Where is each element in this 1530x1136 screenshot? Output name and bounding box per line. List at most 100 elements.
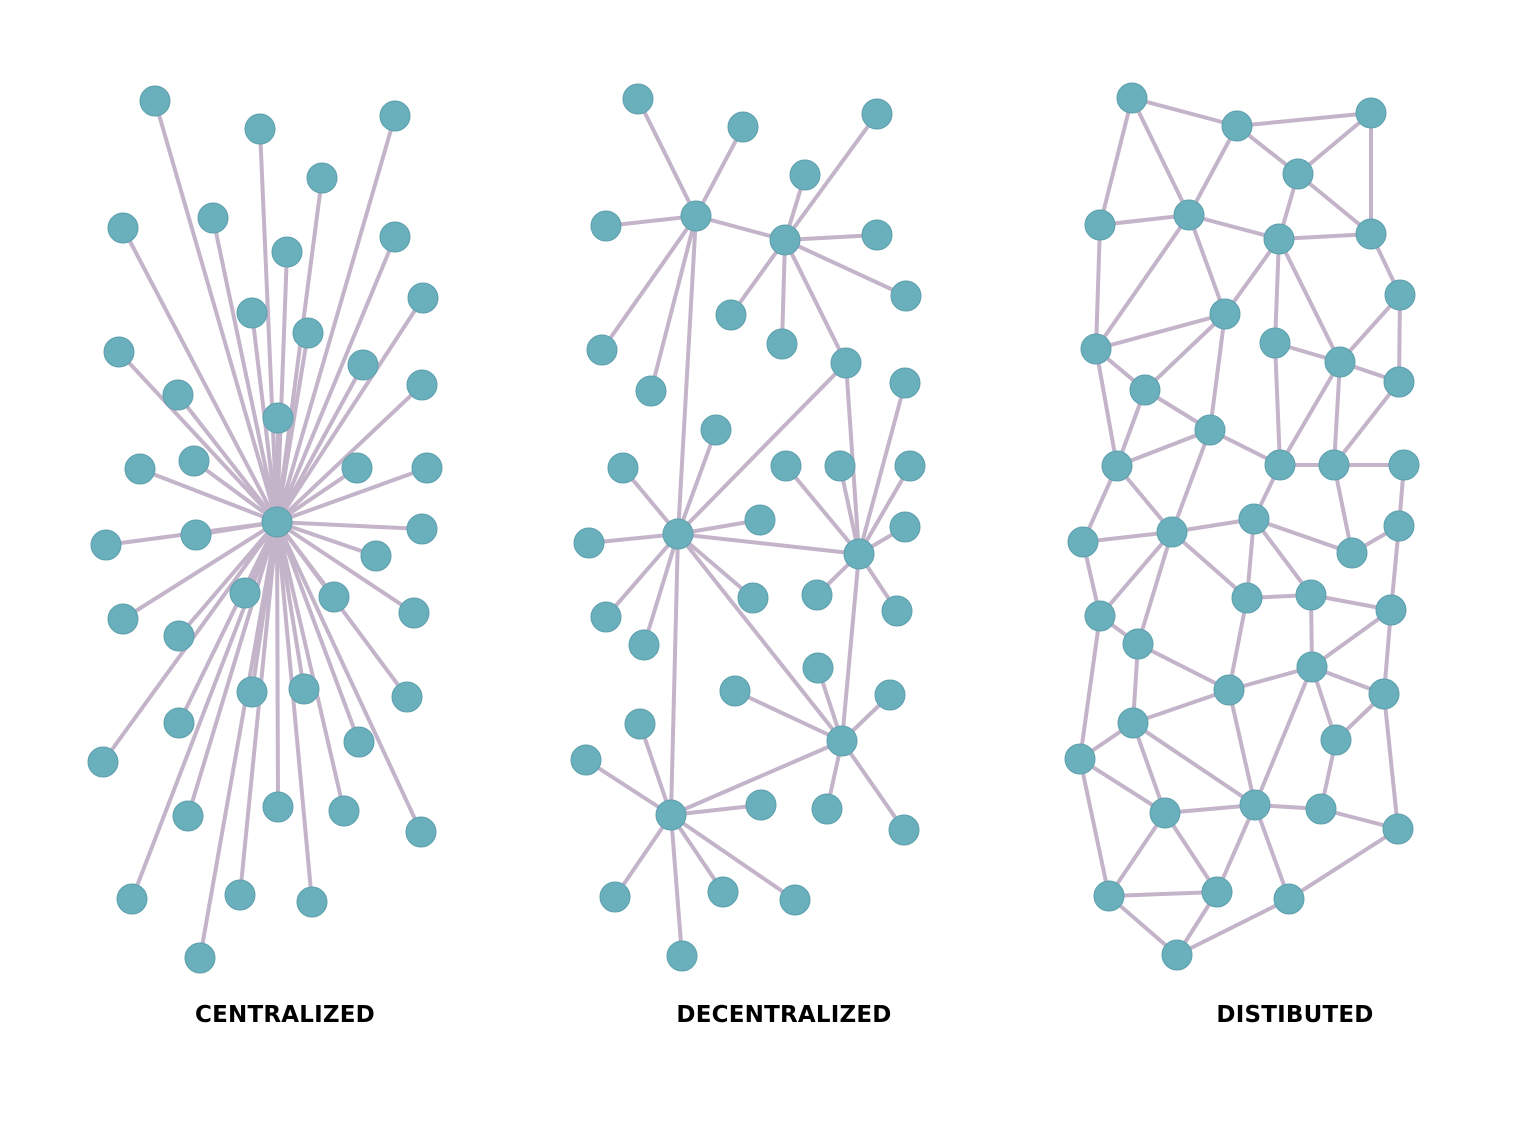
decentralized-edge — [649, 214, 698, 393]
centralized-edge — [275, 520, 423, 834]
distributed-node — [1084, 600, 1116, 632]
distributed-edge — [1208, 312, 1227, 432]
distributed-node — [1116, 82, 1148, 114]
centralized-edge — [275, 235, 397, 524]
decentralized-edge — [783, 112, 879, 242]
centralized-node — [288, 673, 320, 705]
decentralized-node — [811, 793, 843, 825]
distributed-edge — [1078, 757, 1167, 815]
centralized-node — [407, 282, 439, 314]
distributed-node — [1084, 209, 1116, 241]
distributed-edge — [1130, 96, 1239, 128]
centralized-node — [411, 452, 443, 484]
distributed-node — [1129, 374, 1161, 406]
decentralized-node — [745, 789, 777, 821]
centralized-node — [180, 519, 212, 551]
centralized-node — [262, 402, 294, 434]
distributed-edge — [1278, 360, 1342, 467]
decentralized-node — [727, 111, 759, 143]
decentralized-node — [607, 452, 639, 484]
distributed-node — [1318, 449, 1350, 481]
centralized-edge — [275, 520, 416, 615]
centralized-node — [103, 336, 135, 368]
caption-decentralized: DECENTRALIZED — [676, 1002, 892, 1028]
centralized-edge — [192, 459, 279, 524]
decentralized-hub-edge — [840, 552, 861, 743]
decentralized-edge — [604, 532, 680, 619]
decentralized-hub-edge — [669, 739, 844, 817]
centralized-edge — [130, 520, 279, 901]
distributed-node — [1368, 678, 1400, 710]
centralized-node — [343, 726, 375, 758]
distributed-edge — [1136, 642, 1231, 692]
decentralized-edge — [642, 532, 680, 647]
decentralized-edge — [638, 722, 673, 817]
centralized-edge — [275, 416, 280, 524]
decentralized-node — [744, 504, 776, 536]
decentralized-edge — [676, 428, 718, 536]
distributed-node — [1263, 223, 1295, 255]
decentralized-hub-edge — [669, 532, 680, 817]
centralized-edge — [211, 216, 279, 524]
decentralized-node — [573, 527, 605, 559]
distributed-edge — [1273, 237, 1281, 345]
centralized-edge — [177, 520, 279, 725]
centralized-node — [87, 746, 119, 778]
distributed-node — [1221, 110, 1253, 142]
distributed-node — [1324, 346, 1356, 378]
distributed-node — [1093, 880, 1125, 912]
distributed-edge — [1187, 124, 1239, 217]
centralized-node — [360, 540, 392, 572]
decentralized-node — [889, 511, 921, 543]
decentralized-hub-node — [826, 725, 858, 757]
centralized-node — [184, 942, 216, 974]
decentralized-edge — [669, 813, 797, 902]
distributed-edge — [1078, 757, 1111, 898]
decentralized-hub-node — [843, 538, 875, 570]
distributed-edge — [1277, 237, 1342, 364]
distributed-node — [1282, 158, 1314, 190]
distributed-edge — [1098, 96, 1134, 227]
decentralized-node — [801, 579, 833, 611]
centralized-node — [292, 317, 324, 349]
decentralized-node — [861, 98, 893, 130]
distributed-node — [1259, 327, 1291, 359]
decentralized-edge — [694, 125, 745, 218]
decentralized-edge — [733, 689, 844, 743]
centralized-edge — [258, 127, 279, 524]
distributed-edge — [1253, 803, 1291, 901]
centralized-node — [224, 879, 256, 911]
distributed-node — [1161, 939, 1193, 971]
distributed-node — [1355, 218, 1387, 250]
distributed-node — [1080, 333, 1112, 365]
centralized-edge — [275, 466, 359, 524]
centralized-node — [271, 236, 303, 268]
distributed-edge — [1136, 530, 1174, 646]
decentralized-node — [635, 375, 667, 407]
decentralized-node — [824, 450, 856, 482]
decentralized-hub-node — [830, 347, 862, 379]
decentralized-hub-node — [662, 518, 694, 550]
decentralized-node — [888, 814, 920, 846]
centralized-hub-node — [261, 506, 293, 538]
centralized-node — [296, 886, 328, 918]
centralized-node — [197, 202, 229, 234]
distributed-edge — [1131, 721, 1257, 807]
distributed-edge — [1094, 312, 1227, 351]
centralized-edge — [275, 520, 424, 531]
decentralized-edge — [784, 464, 861, 556]
distributed-edge — [1107, 811, 1167, 898]
distributed-edge — [1296, 172, 1373, 236]
centralized-edge — [176, 393, 279, 524]
centralized-edge — [177, 520, 279, 638]
decentralized-node — [599, 881, 631, 913]
distributed-node — [1384, 279, 1416, 311]
decentralized-node — [889, 367, 921, 399]
distributed-edge — [1175, 897, 1291, 957]
distributed-node — [1355, 97, 1387, 129]
centralized-node — [391, 681, 423, 713]
decentralized-edge — [780, 238, 787, 346]
decentralized-node — [874, 679, 906, 711]
centralized-node — [379, 100, 411, 132]
